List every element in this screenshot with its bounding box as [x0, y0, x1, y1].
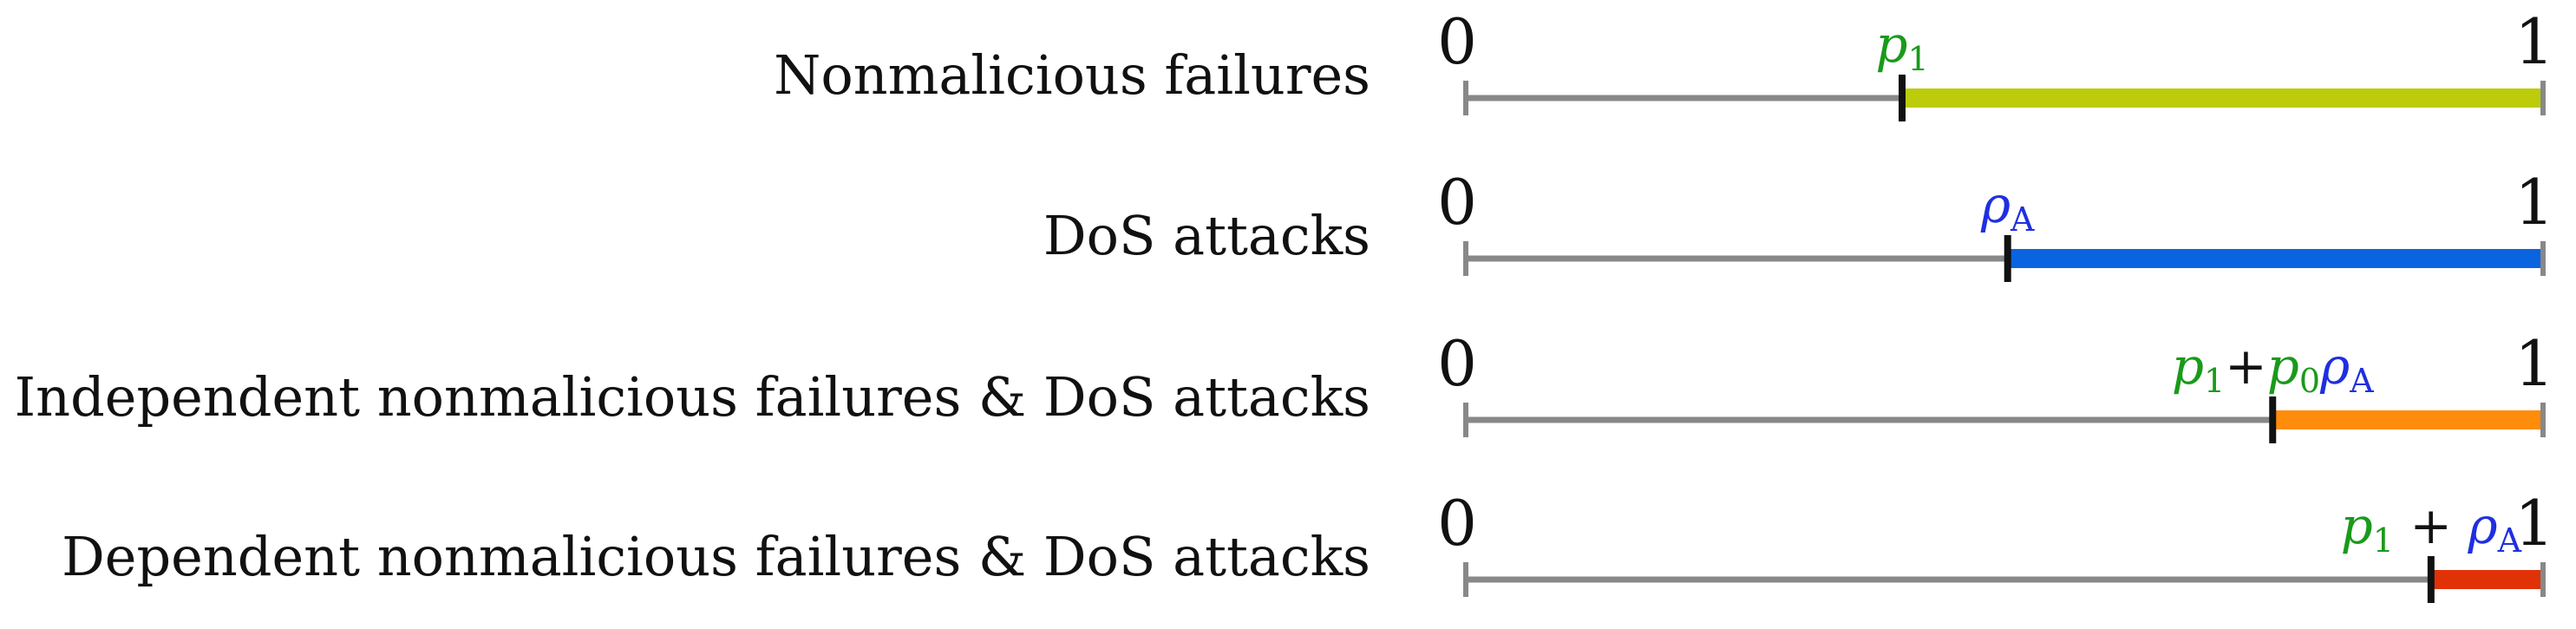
start-label: 0 — [1437, 327, 1477, 400]
math-token: A — [2010, 200, 2035, 239]
row-label: Dependent nonmalicious failures & DoS at… — [62, 525, 1370, 588]
threshold-label: p1+p0ρA — [2172, 337, 2374, 400]
math-token: p — [2267, 337, 2299, 396]
threshold-label: p1 + ρA — [2341, 496, 2522, 560]
math-token: p — [2172, 337, 2204, 396]
end-label: 1 — [2514, 327, 2554, 400]
end-label: 1 — [2514, 5, 2554, 78]
math-token: ρ — [2467, 496, 2497, 555]
row-label: Independent nonmalicious failures & DoS … — [15, 365, 1370, 429]
math-token: ρ — [1980, 175, 2010, 234]
math-token: 1 — [2204, 362, 2225, 400]
math-token: A — [2349, 362, 2374, 400]
end-label: 1 — [2514, 166, 2554, 239]
end-label: 1 — [2514, 487, 2554, 560]
threshold-label: p1 — [1875, 15, 1928, 78]
threshold-label: ρA — [1980, 175, 2035, 239]
row-label: Nonmalicious failures — [774, 43, 1370, 107]
math-token: + — [2394, 496, 2468, 555]
math-token: 0 — [2299, 362, 2320, 400]
math-token: p — [1875, 15, 1907, 74]
row-2: DoS attacks 0 1 ρA — [1043, 166, 2554, 282]
math-token: 1 — [1907, 40, 1928, 78]
start-label: 0 — [1437, 487, 1477, 560]
math-token: + — [2225, 337, 2267, 396]
math-token: A — [2497, 521, 2522, 560]
math-token: 1 — [2373, 521, 2394, 560]
row-3: Independent nonmalicious failures & DoS … — [15, 327, 2554, 443]
start-label: 0 — [1437, 5, 1477, 78]
row-label: DoS attacks — [1043, 204, 1370, 267]
start-label: 0 — [1437, 166, 1477, 239]
row-4: Dependent nonmalicious failures & DoS at… — [62, 487, 2554, 603]
math-token: ρ — [2319, 337, 2350, 396]
math-token: p — [2341, 496, 2373, 555]
